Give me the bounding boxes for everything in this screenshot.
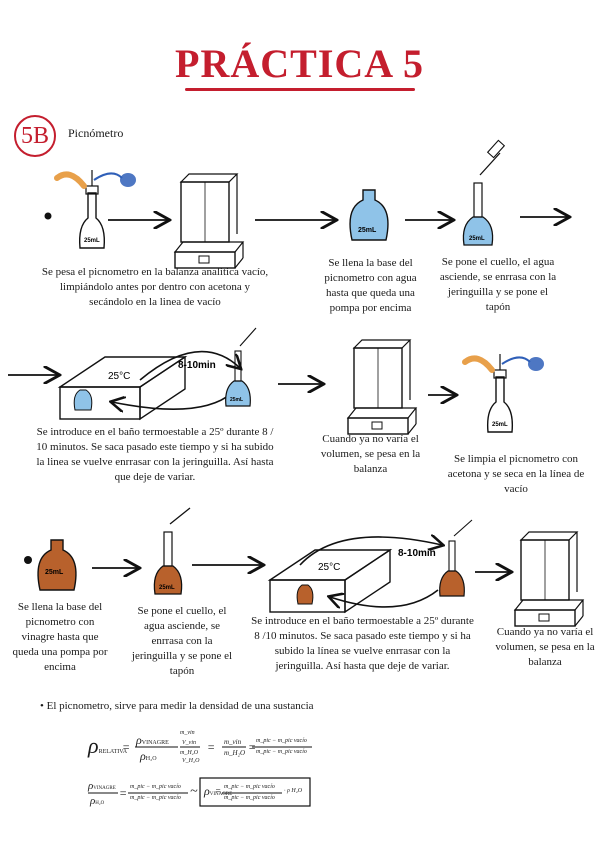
caption-step4: Se introduce en el baño termoestable a 2… [36, 426, 274, 483]
thermostatic-bath-2: 25°C 8-10min [267, 537, 442, 614]
svg-text:25mL: 25mL [492, 422, 508, 428]
pycnometer-vinegar-base: 25mL [37, 539, 77, 591]
caption-step8: Se pone el cuello, el agua asciende, se … [131, 605, 233, 677]
svg-text:25°C: 25°C [318, 562, 340, 573]
pycnometer-empty-1: 25mL [54, 169, 136, 249]
title-underline [185, 88, 415, 91]
pycnometer-water-2: 25mL [225, 327, 257, 407]
svg-text:25°C: 25°C [108, 371, 130, 382]
svg-text:25mL: 25mL [358, 227, 377, 234]
section-label: Picnómetro [68, 126, 124, 140]
thermostatic-bath-1: 25°C 8-10min [57, 350, 240, 421]
bullet-row3 [24, 556, 32, 564]
caption-step9: Se introduce en el baño termoestable a 2… [251, 615, 474, 672]
result-box [199, 777, 311, 807]
caption-step5: Cuando ya no varía el volumen, se pesa e… [320, 433, 421, 475]
caption-step10: Cuando ya no varía el volumen, se pesa e… [495, 626, 595, 668]
caption-step1: Se pesa el picnometro en la balanza anal… [41, 266, 269, 308]
pycnometer-water-base: 25mL [349, 189, 389, 241]
bullet-row1 [44, 212, 52, 220]
svg-text:25mL: 25mL [159, 585, 175, 591]
pycnometer-water-neck: 25mL [462, 139, 506, 246]
pycnometer-vinegar-2 [439, 519, 473, 597]
caption-step2: Se llena la base del picnometro con agua… [324, 257, 417, 314]
pycnometer-vinegar-neck: 25mL [153, 507, 191, 595]
svg-text:25mL: 25mL [469, 236, 485, 242]
caption-step3: Se pone el cuello, el agua asciende, se … [439, 256, 557, 313]
svg-text:8-10min: 8-10min [178, 360, 216, 371]
section-badge: 5B [14, 115, 56, 157]
rho-relative: ρRELATIVA [88, 733, 128, 758]
page-title: PRÁCTICA 5 [175, 41, 424, 86]
caption-step7: Se llena la base del picnometro con vina… [12, 601, 108, 673]
density-note: • El picnometro, sirve para medir la den… [40, 700, 314, 712]
svg-text:8-10min: 8-10min [398, 548, 436, 559]
caption-step6: Se limpia el picnometro con acetona y se… [447, 453, 585, 495]
balance-2 [347, 339, 417, 435]
pycnometer-clean: 25mL [462, 353, 544, 433]
svg-text:25mL: 25mL [230, 397, 243, 403]
svg-text:25mL: 25mL [45, 569, 64, 576]
balance-3 [514, 531, 584, 627]
vol-label: 25mL [84, 238, 100, 244]
balance-1 [174, 173, 244, 269]
